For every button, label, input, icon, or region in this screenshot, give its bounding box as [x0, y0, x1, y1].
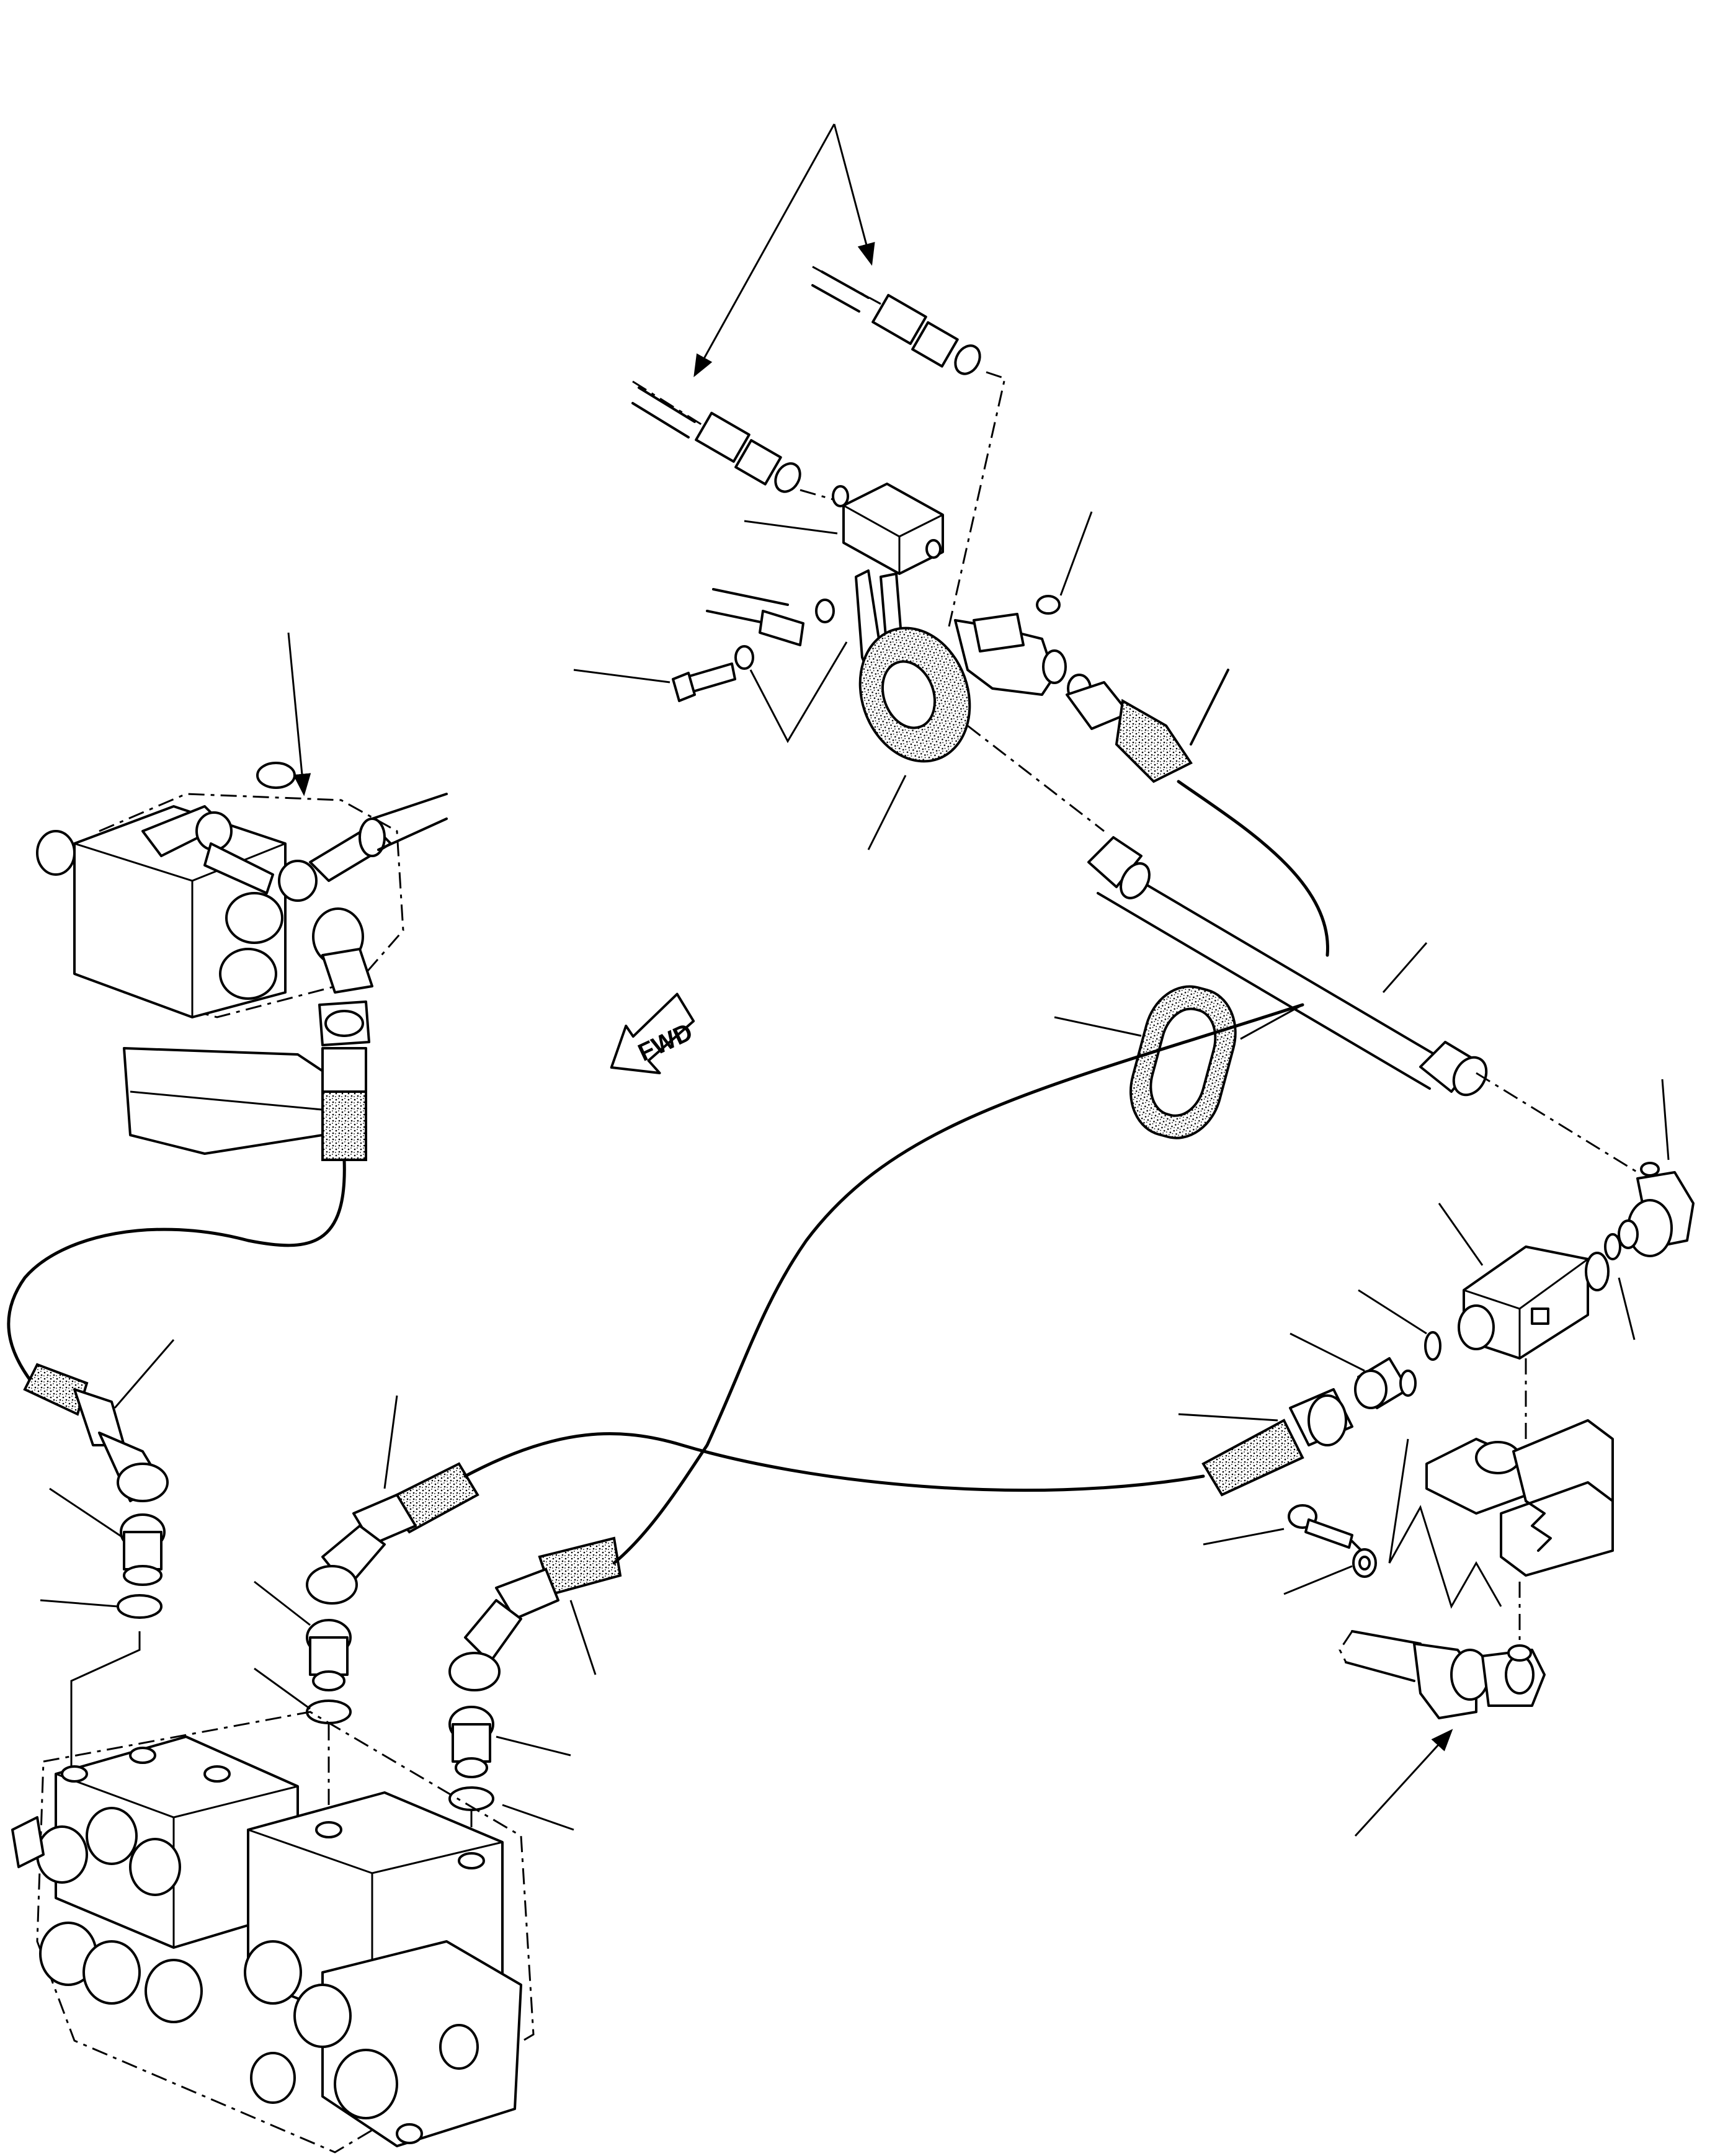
leader-oring-middle — [254, 1667, 311, 1710]
leader-oring-right-tee — [1358, 1289, 1427, 1335]
leader-washers — [749, 641, 848, 744]
routing-line-left — [70, 1631, 141, 1774]
centerline-upper — [948, 371, 1006, 627]
leader-oring-tee — [1618, 1277, 1636, 1340]
leader-cap — [1059, 511, 1093, 596]
leader-hose-right — [569, 1600, 597, 1675]
hose-end-right-tee — [1201, 1388, 1353, 1497]
leader-grommet — [867, 775, 907, 850]
hose-end-elbow-left — [23, 1363, 169, 1619]
leader-hose-tee — [1178, 1413, 1278, 1422]
leader-grommet-right — [1240, 1004, 1303, 1040]
leader-oval-grommet — [1054, 1016, 1142, 1037]
hose-long-through-grommet — [612, 1003, 1304, 1565]
leader-bolt-right — [1203, 1528, 1285, 1546]
bolt-assembly-right — [1288, 1504, 1377, 1578]
hose-left-loop — [7, 1158, 346, 1391]
leader-oring-left — [40, 1599, 118, 1608]
leader-washer-right — [1283, 1565, 1353, 1595]
leader-manifold — [744, 520, 838, 535]
manifold-block-top — [832, 483, 971, 763]
leader-hose-middle — [383, 1395, 398, 1489]
bolt-assembly-top — [672, 588, 835, 702]
hose-end-top-right — [1066, 669, 1229, 783]
hose-top-right-loop — [1177, 780, 1329, 957]
leader-adapter-tee — [1290, 1332, 1365, 1372]
leader-elbow — [1661, 1079, 1670, 1160]
supply-tube-upper — [811, 265, 981, 375]
leader-adapter-right — [496, 1735, 571, 1757]
leader-hose-left — [114, 1339, 175, 1409]
control-valve-bank — [11, 1711, 535, 2154]
leader-bolt — [573, 669, 670, 684]
clamp-assembly-right — [1388, 1358, 1614, 1609]
tee-fitting-top — [954, 595, 1067, 696]
leader-rigid-tube — [1382, 942, 1428, 993]
leader-oring-right — [502, 1804, 574, 1831]
pointer-arrows-top — [693, 123, 875, 378]
oval-grommet — [1129, 985, 1237, 1139]
leader-adapter-middle — [254, 1580, 311, 1626]
hose-end-elbow-middle — [306, 1462, 479, 1724]
adapter-oring-right — [1354, 1331, 1441, 1409]
fwd-direction-arrow: FWD — [610, 992, 697, 1074]
supply-tube-lower — [631, 380, 801, 493]
leader-tee — [1438, 1203, 1484, 1266]
hose-end-elbow-right — [448, 1536, 622, 1811]
hose-end-valve-down — [318, 1000, 370, 1161]
rigid-tube-center — [967, 724, 1638, 1174]
pointer-arrow-valve — [287, 632, 311, 796]
pointer-arrow-bottom-right — [1354, 1729, 1453, 1837]
elbow-fitting-right — [1618, 1162, 1695, 1257]
leader-adapter-left — [49, 1487, 125, 1539]
tee-block-right — [1458, 1233, 1621, 1360]
priority-valve-left — [36, 762, 448, 1155]
tube-elbow-bottom-right — [1339, 1582, 1546, 1719]
hose-middle-right — [463, 1432, 1205, 1492]
